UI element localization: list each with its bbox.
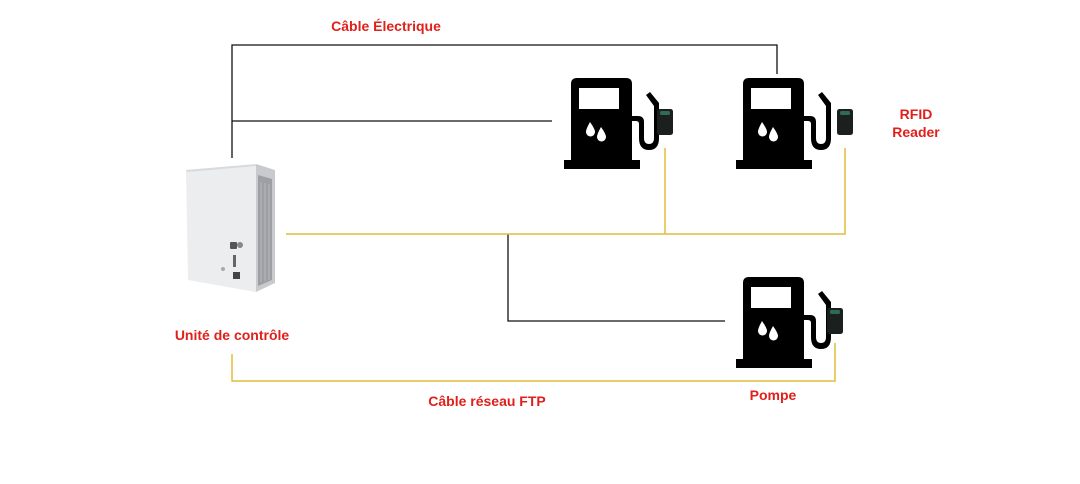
rfid-reader-label: RFID Reader xyxy=(892,105,939,141)
fuel-pump-icon xyxy=(736,277,831,368)
rfid-label-line1: RFID xyxy=(899,106,933,122)
pump-label: Pompe xyxy=(749,387,797,403)
control-unit-label: Unité de contrôle xyxy=(174,327,290,343)
power-cable-line-top xyxy=(231,44,778,158)
network-cable-line-main xyxy=(286,148,846,235)
rfid-reader-icon xyxy=(827,308,843,334)
fuel-pump-icon xyxy=(564,78,659,169)
network-cable-line-bottom xyxy=(231,343,836,382)
rfid-reader-icon xyxy=(837,109,853,135)
fuel-pump-icon xyxy=(736,78,831,169)
power-cable-label: Câble Électrique xyxy=(331,18,441,34)
rfid-reader-icon xyxy=(657,109,673,135)
network-cable-label: Câble réseau FTP xyxy=(428,393,546,409)
control-cabinet-icon xyxy=(186,164,275,292)
rfid-label-line2: Reader xyxy=(892,124,940,140)
power-cable-line-pump3 xyxy=(507,234,725,322)
